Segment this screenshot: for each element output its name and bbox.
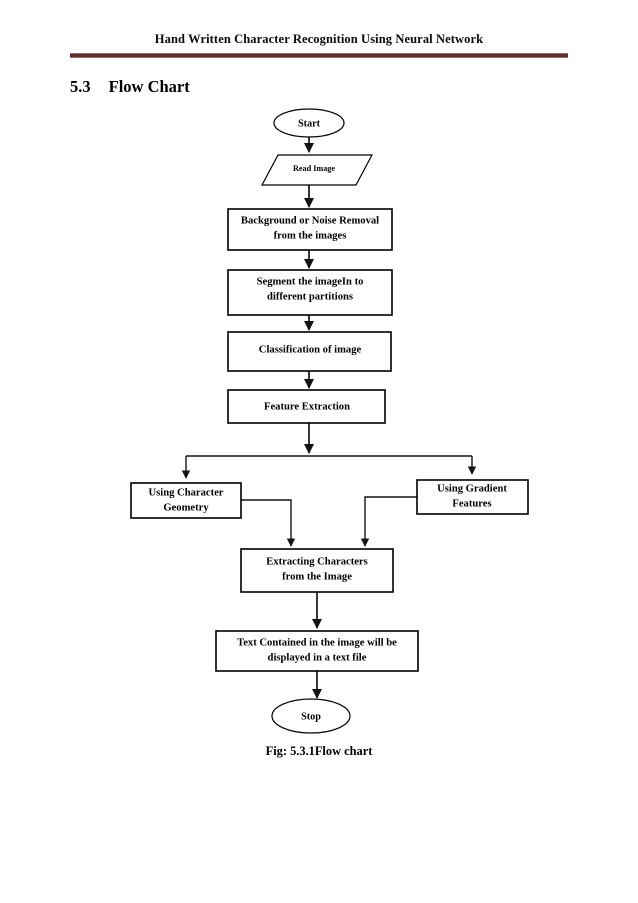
section-number: 5.3 — [70, 77, 91, 96]
gradient-features-label-line2: Features — [452, 498, 491, 509]
character-geometry-label-line2: Geometry — [163, 502, 209, 513]
edge-geometry-to-extract — [241, 499, 296, 547]
section-heading: 5.3 Flow Chart — [70, 77, 190, 97]
segment-box-shape — [227, 269, 393, 316]
start-label: Start — [298, 118, 321, 129]
stop-label: Stop — [301, 711, 321, 722]
node-read-image[interactable]: Read Image — [261, 154, 373, 186]
read-image-label: Read Image — [293, 164, 335, 173]
stop-ellipse-shape — [271, 698, 351, 734]
node-feature-extraction[interactable]: Feature Extraction — [227, 389, 386, 424]
noise-removal-box-shape — [227, 208, 393, 251]
feature-extraction-box-shape — [227, 389, 386, 424]
feature-extraction-label: Feature Extraction — [264, 401, 350, 412]
start-ellipse-shape — [273, 108, 345, 138]
gradient-features-box-shape — [416, 479, 529, 515]
text-output-label-line1: Text Contained in the image will be — [237, 637, 397, 648]
flow-connectors — [181, 137, 477, 700]
extract-characters-box-shape — [240, 548, 394, 593]
segment-label-line2: different partitions — [267, 291, 353, 302]
node-stop[interactable]: Stop — [271, 698, 351, 734]
text-output-label-line2: displayed in a text file — [268, 652, 367, 663]
classification-label: Classification of image — [259, 344, 362, 355]
document-header-title: Hand Written Character Recognition Using… — [154, 32, 484, 46]
text-output-box-shape — [215, 630, 419, 672]
extract-characters-label-line1: Extracting Characters — [266, 556, 368, 567]
node-text-output[interactable]: Text Contained in the image will be disp… — [215, 630, 419, 672]
section-title: Flow Chart — [108, 77, 190, 96]
gradient-features-label-line1: Using Gradient — [437, 483, 507, 494]
segment-label-line1: Segment the imageIn to — [257, 276, 364, 287]
noise-removal-label-line1: Background or Noise Removal — [241, 215, 379, 226]
classification-box-shape — [227, 331, 392, 372]
flowchart-figure: Start Read Image Background or Noise Rem… — [0, 100, 638, 760]
noise-removal-label-line2: from the images — [274, 230, 347, 241]
node-noise-removal[interactable]: Background or Noise Removal from the ima… — [227, 208, 393, 251]
read-image-parallelogram-shape — [261, 154, 373, 186]
node-extract-characters[interactable]: Extracting Characters from the Image — [240, 548, 394, 593]
node-start[interactable]: Start — [273, 108, 345, 138]
figure-caption: Fig: 5.3.1Flow chart — [265, 744, 373, 758]
character-geometry-box-shape — [130, 482, 242, 519]
header-divider-rule — [70, 53, 568, 58]
node-classification[interactable]: Classification of image — [227, 331, 392, 372]
node-character-geometry[interactable]: Using Character Geometry — [130, 482, 242, 519]
page-header: Hand Written Character Recognition Using… — [0, 32, 638, 47]
node-gradient-features[interactable]: Using Gradient Features — [416, 479, 529, 515]
character-geometry-label-line1: Using Character — [148, 487, 223, 498]
node-segment[interactable]: Segment the imageIn to different partiti… — [227, 269, 393, 316]
edge-gradient-to-extract — [360, 496, 417, 547]
extract-characters-label-line2: from the Image — [282, 571, 352, 582]
